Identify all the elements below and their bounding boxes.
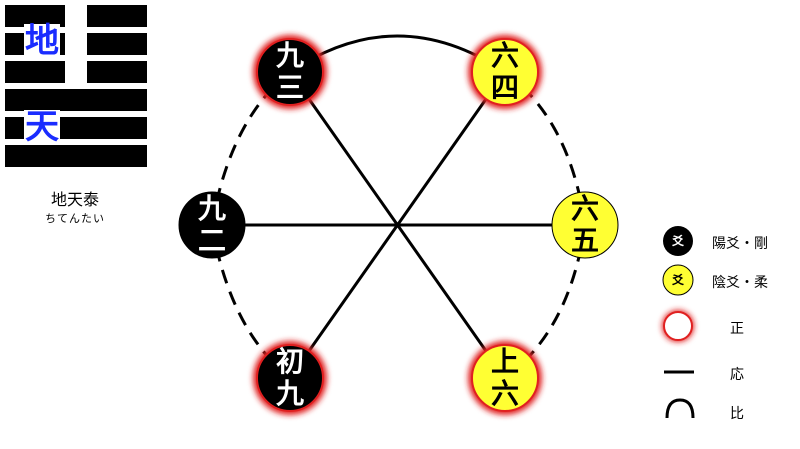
yin-circle [471,344,539,412]
hexagram-symbol: 地 天 [0,0,150,170]
legend-adjacent-label: 比 [730,406,744,422]
yang-circle [178,191,246,259]
hexagram-line-6 [5,5,65,27]
hexagram-reading: ちてんたい [45,212,105,225]
yang-circle [256,38,324,106]
hexagram-line-4 [5,61,65,83]
legend-yin-glyph: 爻 [671,273,684,287]
hexagram-line-3 [5,89,147,111]
legend-yang-swatch [663,226,693,256]
response-line-3-6 [288,71,507,379]
legend-yin-label: 陰爻・柔 [712,275,768,291]
legend-yang-glyph: 爻 [671,234,684,248]
yin-circle [551,191,619,259]
line-node-9-2 [178,191,246,259]
legend-yin-swatch [662,264,694,296]
hexagram-line-5 [87,33,147,55]
hexagram-line-1 [5,145,147,167]
yin-circle [471,38,539,106]
line-node-6-5 [551,191,619,259]
legend-correct-label: 正 [730,321,744,337]
line-node-top-6 [468,341,542,415]
line-node-first-9 [253,341,327,415]
adjacent-arc-4-5 [504,70,587,226]
line-node-9-3 [253,35,327,109]
upper-trigram-label: 地 [24,21,60,61]
legend-response-label: 応 [730,367,744,383]
hexagram-name: 地天泰 [50,190,99,209]
yang-circle [256,344,324,412]
line-node-6-4 [468,35,542,109]
lower-trigram-label: 天 [24,107,60,147]
hexagram-line-4 [87,61,147,83]
legend-yang-label: 陽爻・剛 [712,236,768,252]
hexagram-line-6 [87,5,147,27]
legend-adjacent-swatch [665,398,695,419]
legend-correct-swatch [663,311,693,341]
